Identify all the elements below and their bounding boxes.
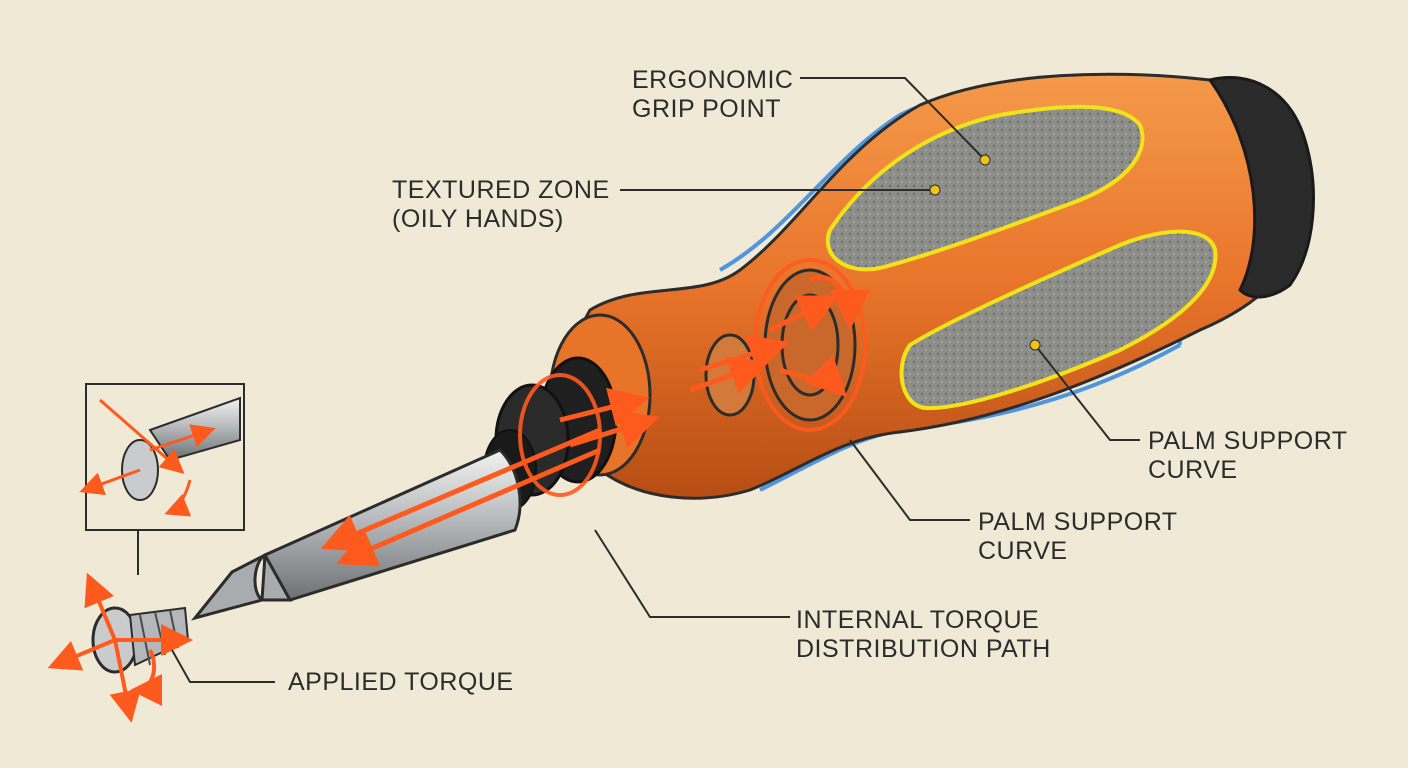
label-line: APPLIED TORQUE [288,668,514,696]
handle-end-cap [1207,76,1315,299]
grip-pad-upper [826,104,1145,272]
leader-dots [929,154,1041,351]
bit-tip [190,552,293,621]
leader-lines [171,77,1140,683]
label-internal-torque-path: INTERNAL TORQUE DISTRIBUTION PATH [796,606,1051,664]
label-line: CURVE [978,537,1068,565]
label-palm-support-curve-lower: PALM SUPPORT CURVE [978,508,1178,566]
detail-inset [79,383,245,575]
applied-torque-arrows [47,572,193,723]
label-line: TEXTURED ZONE [392,176,610,204]
label-line: GRIP POINT [632,95,782,123]
label-ergonomic-grip-point: ERGONOMIC GRIP POINT [632,66,793,124]
torque-ring-arrows [518,258,867,497]
label-line: (OILY HANDS) [392,205,564,233]
label-line: DISTRIBUTION PATH [796,635,1051,663]
label-line: ERGONOMIC [632,66,794,94]
grip-pad-lower [899,229,1218,411]
label-line: PALM SUPPORT [1148,427,1348,455]
label-applied-torque: APPLIED TORQUE [288,668,514,697]
label-line: INTERNAL TORQUE [796,606,1040,634]
label-line: PALM SUPPORT [978,508,1178,536]
internal-torque-arrows [320,275,870,567]
shaft [263,448,522,602]
label-line: CURVE [1148,456,1238,484]
label-palm-support-curve-upper: PALM SUPPORT CURVE [1148,427,1348,485]
label-textured-zone: TEXTURED ZONE (OILY HANDS) [392,176,610,234]
